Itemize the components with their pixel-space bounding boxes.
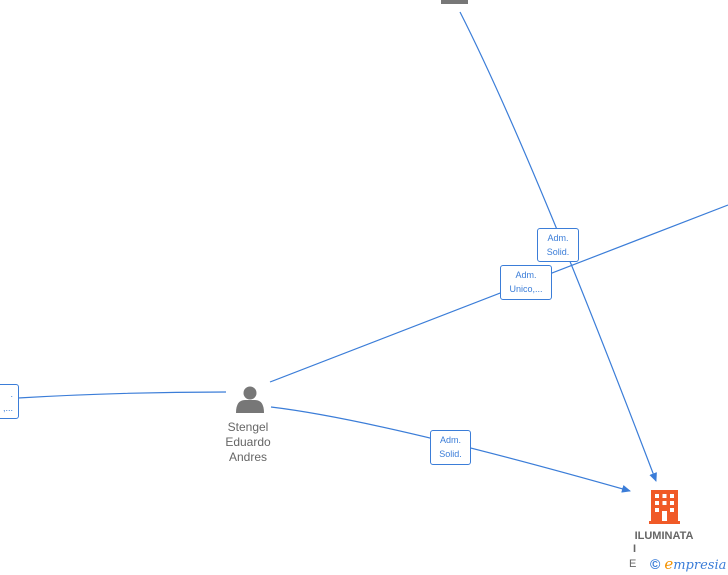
copyright-icon: © [650, 556, 661, 572]
company-name-fragment: I [633, 543, 637, 555]
edge-label-line: Adm. [515, 270, 537, 280]
edge-label-left-to-main[interactable]: . ,... [0, 384, 19, 419]
edge-label-line: ,... [2, 403, 13, 413]
person-name-line: Andres [228, 450, 268, 464]
edge-main-to-right [269, 204, 728, 383]
edge-top-to-company [459, 11, 657, 482]
person-icon[interactable] [441, 0, 468, 4]
brand-name: mpresia [673, 558, 727, 573]
brand-initial: e [664, 555, 674, 573]
edge-label-main-to-right[interactable]: Adm. Unico,... [500, 265, 552, 300]
company-name-fragment: E [629, 558, 637, 570]
edge-label-line: Solid. [546, 247, 570, 257]
edge-left-to-main [17, 391, 227, 399]
edge-label-main-to-company[interactable]: Adm. Solid. [430, 430, 471, 465]
edge-label-line: Adm. [439, 435, 461, 445]
person-name-line: Stengel [227, 420, 269, 434]
brand-footer[interactable]: © empresia [650, 555, 726, 573]
edge-label-top-to-company[interactable]: Adm. Solid. [537, 228, 579, 262]
edge-label-line: Unico,... [509, 284, 543, 294]
person-icon[interactable] [236, 386, 264, 414]
edge-label-line: Adm. [547, 233, 569, 243]
edge-label-line: . [10, 389, 13, 399]
person-name-label[interactable]: Stengel Eduardo Andres [208, 420, 288, 465]
building-icon[interactable] [649, 490, 680, 524]
edge-main-to-company [270, 406, 631, 493]
edge-label-line: Solid. [439, 449, 462, 459]
person-name-line: Eduardo [225, 435, 271, 449]
brand-logo: empresia [664, 555, 726, 573]
company-name-line: ILUMINATA [634, 530, 694, 542]
company-name-label[interactable]: ILUMINATA [626, 529, 702, 544]
